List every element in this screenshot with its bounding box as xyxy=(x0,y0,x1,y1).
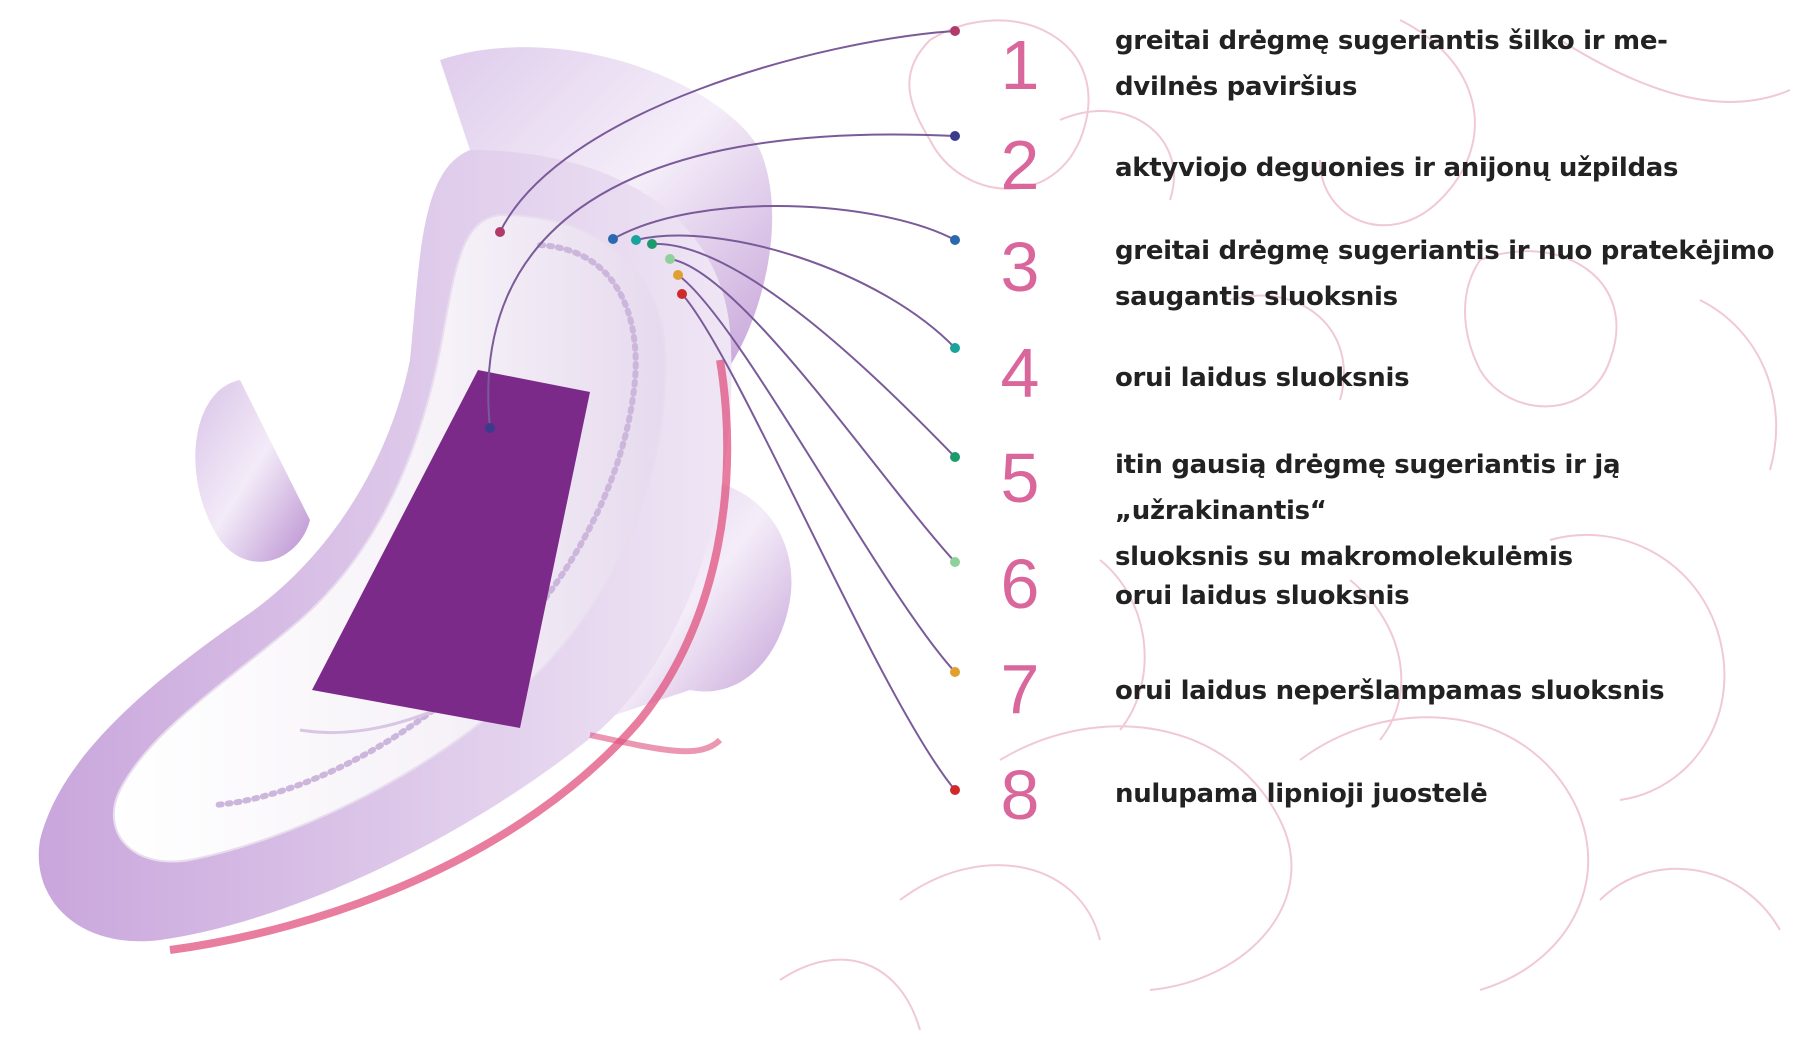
connector-start-dot-8 xyxy=(677,289,687,299)
layer-number: 8 xyxy=(980,760,1060,830)
connector-start-dot-5 xyxy=(647,239,657,249)
connector-end-dot-5 xyxy=(950,452,960,462)
connector-start-dot-1 xyxy=(495,227,505,237)
layer-number: 2 xyxy=(980,130,1060,200)
layer-number: 5 xyxy=(980,443,1060,513)
layer-label: greitai drėgmę sugeriantis ir nuo pratek… xyxy=(1115,228,1795,320)
connector-start-dot-4 xyxy=(631,235,641,245)
layer-label: aktyviojo deguonies ir anijonų užpildas xyxy=(1115,145,1795,191)
pad-wing-left xyxy=(195,380,310,562)
layer-label: orui laidus sluoksnis xyxy=(1115,355,1795,401)
layer-label: nulupama lipnioji juostelė xyxy=(1115,771,1795,817)
pad-illustration xyxy=(39,47,792,950)
layer-label: itin gausią drėgmę sugeriantis ir ją „už… xyxy=(1115,442,1795,580)
connector-start-dot-6 xyxy=(665,254,675,264)
connector-end-dot-2 xyxy=(950,131,960,141)
connector-end-dot-7 xyxy=(950,667,960,677)
layer-number: 4 xyxy=(980,338,1060,408)
connector-end-dot-8 xyxy=(950,785,960,795)
layer-label: orui laidus neperšlampamas sluoksnis xyxy=(1115,668,1795,714)
connector-end-dot-1 xyxy=(950,26,960,36)
connector-start-dot-7 xyxy=(673,270,683,280)
connector-end-dot-3 xyxy=(950,235,960,245)
connector-start-dot-3 xyxy=(608,234,618,244)
layer-label: orui laidus sluoksnis xyxy=(1115,573,1795,619)
layer-number: 6 xyxy=(980,549,1060,619)
layer-label: greitai drėgmę sugeriantis šilko ir me- … xyxy=(1115,18,1795,110)
layer-number: 3 xyxy=(980,232,1060,302)
layer-number: 7 xyxy=(980,654,1060,724)
connector-end-dot-6 xyxy=(950,557,960,567)
connector-start-dot-2 xyxy=(485,423,495,433)
connector-end-dot-4 xyxy=(950,343,960,353)
layer-number: 1 xyxy=(980,30,1060,100)
